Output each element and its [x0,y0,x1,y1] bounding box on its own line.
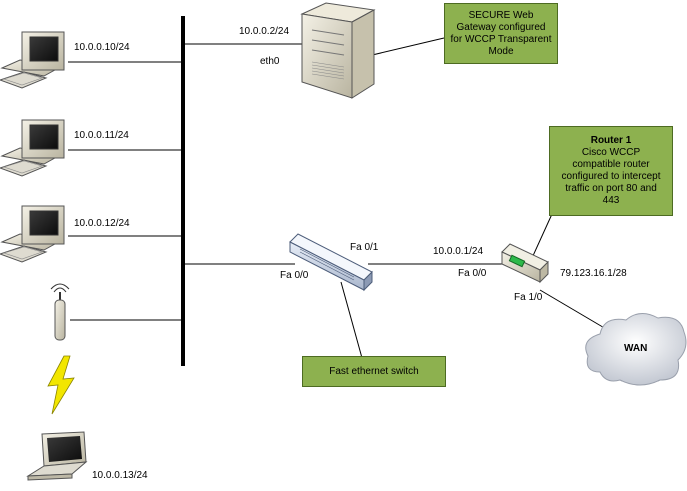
server-icon [300,2,376,99]
switch-port-in: Fa 0/0 [280,270,309,281]
router-icon [501,243,549,284]
desktop-computer-icon [0,205,65,263]
host-2-ip: 10.0.0.11/24 [74,130,129,141]
switch-note-text: Fast ethernet switch [329,365,419,377]
switch-port-out: Fa 0/1 [350,242,379,253]
router-lan-port: Fa 0/0 [458,268,487,279]
switch-note: Fast ethernet switch [302,356,446,387]
desktop-computer-icon [0,31,65,89]
server-note-line: SECURE Web [468,9,534,21]
router-note-line: traffic on port 80 and [565,183,657,194]
router-lan-ip: 10.0.0.1/24 [433,246,484,257]
callout-switch [340,281,363,359]
links [68,37,619,359]
router-note: Router 1 Cisco WCCP compatible router co… [549,126,673,216]
server-ip: 10.0.0.2/24 [239,26,290,37]
router-note-line: configured to intercept [561,171,661,182]
callout-router [531,213,553,259]
router-note-line: compatible router [572,159,650,170]
server-note-line: Mode [488,45,514,57]
desktop-computer-icon [0,119,65,177]
wireless-bolt-icon [47,355,75,415]
router-wan-ip: 79.123.16.1/28 [560,268,627,279]
laptop-icon [26,431,88,481]
wan-cloud-icon [585,313,687,386]
host-3-ip: 10.0.0.12/24 [74,218,130,229]
router-wan-port: Fa 1/0 [514,292,543,303]
server-note: SECURE Web Gateway configured for WCCP T… [444,3,558,64]
wan-label: WAN [624,343,648,354]
server-interface: eth0 [260,56,280,67]
router-note-title: Router 1 [590,135,632,146]
laptop-ip: 10.0.0.13/24 [92,470,148,481]
switch-icon [289,233,373,292]
router-note-line: Cisco WCCP [581,147,641,158]
router-note-line: 443 [602,195,620,206]
host-1-ip: 10.0.0.10/24 [74,42,130,53]
callout-server [367,37,445,57]
server-note-line: Gateway configured [456,21,546,33]
access-point-icon [50,283,70,341]
server-note-line: for WCCP Transparent [450,33,552,45]
